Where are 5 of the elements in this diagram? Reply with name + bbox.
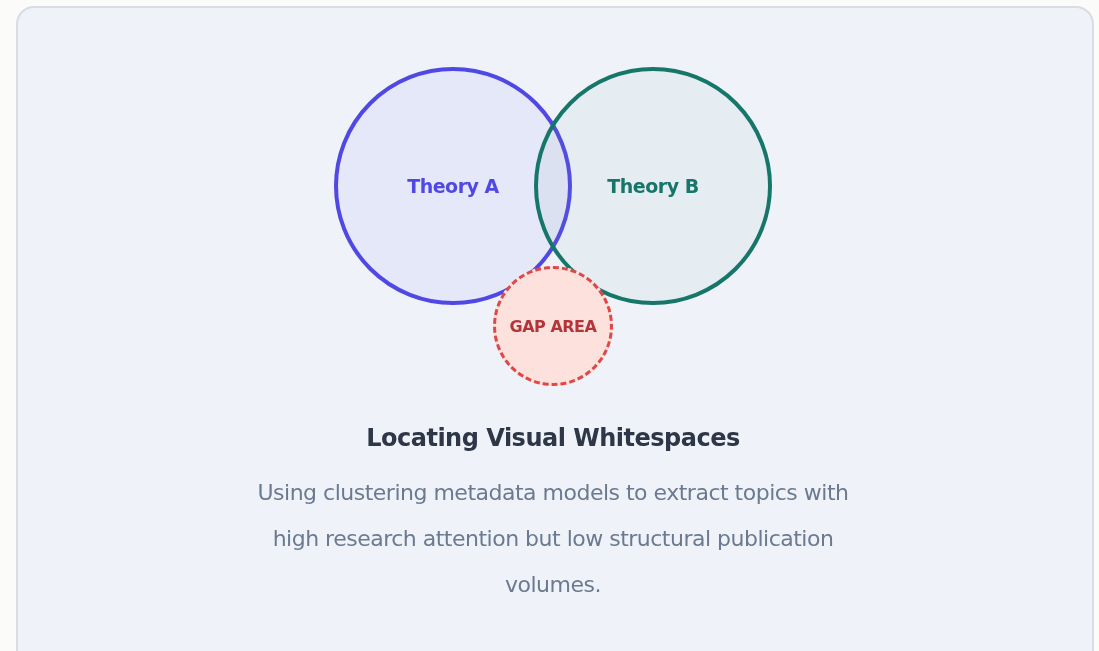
- circle-label: Theory A: [407, 175, 499, 197]
- description-paragraph: Using clustering metadata models to extract topics with high research attention but low structural publication volumes.: [256, 479, 850, 599]
- heading: Locating Visual Whitespaces: [365, 424, 741, 452]
- circle-label: Theory B: [607, 175, 699, 197]
- circle-label: GAP AREA: [509, 316, 597, 336]
